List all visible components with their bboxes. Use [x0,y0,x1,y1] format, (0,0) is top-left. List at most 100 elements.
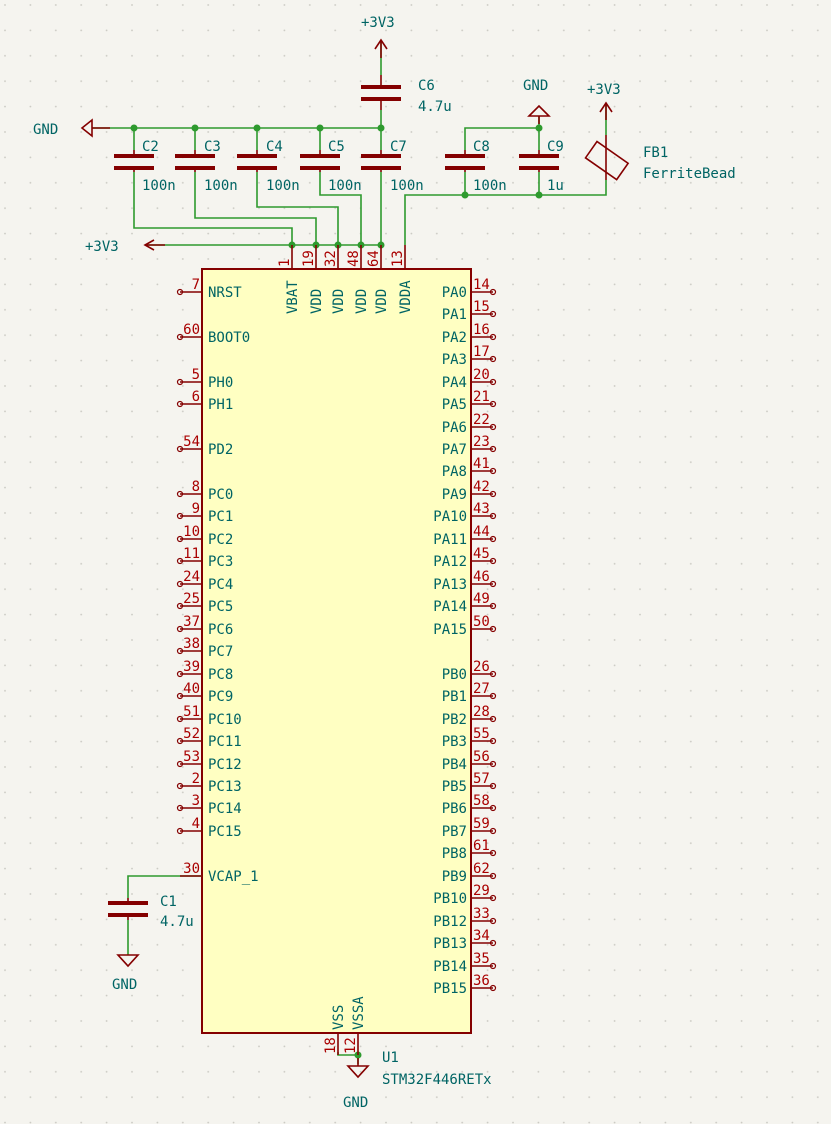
pin-label: VSSA [351,996,367,1030]
c4-ref: C4 [266,139,283,155]
pin-number: 26 [473,659,490,675]
pin-label: PC2 [208,532,233,548]
c7-value: 100n [390,178,424,194]
pin-number: 46 [473,569,490,585]
pin-label: PA4 [442,375,467,391]
pin-number: 18 [323,1037,339,1054]
pin-label: PH1 [208,397,233,413]
pin-label: PB2 [442,712,467,728]
pin-number: 48 [346,250,362,267]
pin-label: PB3 [442,734,467,750]
u1-body[interactable] [201,268,472,1034]
pin-label: VDD [309,289,325,314]
pin-label: VDD [374,289,390,314]
pin-label: PA0 [442,285,467,301]
pin-number: 6 [192,389,200,405]
pin-label: PB12 [433,914,467,930]
power-3v3-top-label: +3V3 [361,15,395,31]
pin-label: PC7 [208,644,233,660]
pin-number: 8 [192,479,200,495]
power-gnd-u1-label: GND [343,1095,368,1111]
pin-label: PA5 [442,397,467,413]
pin-label: PB7 [442,824,467,840]
power-3v3-fb-label: +3V3 [587,82,621,98]
pin-label: PC5 [208,599,233,615]
pin-number: 37 [183,614,200,630]
c2-value: 100n [142,178,176,194]
ferrite-bead-symbol[interactable] [584,135,630,181]
pin-label: PB6 [442,801,467,817]
pin-label: PA7 [442,442,467,458]
c7-ref: C7 [390,139,407,155]
pin-number: 54 [183,434,200,450]
pin-number: 28 [473,704,490,720]
pin-number: 56 [473,749,490,765]
pin-number: 24 [183,569,200,585]
c5-value: 100n [328,178,362,194]
